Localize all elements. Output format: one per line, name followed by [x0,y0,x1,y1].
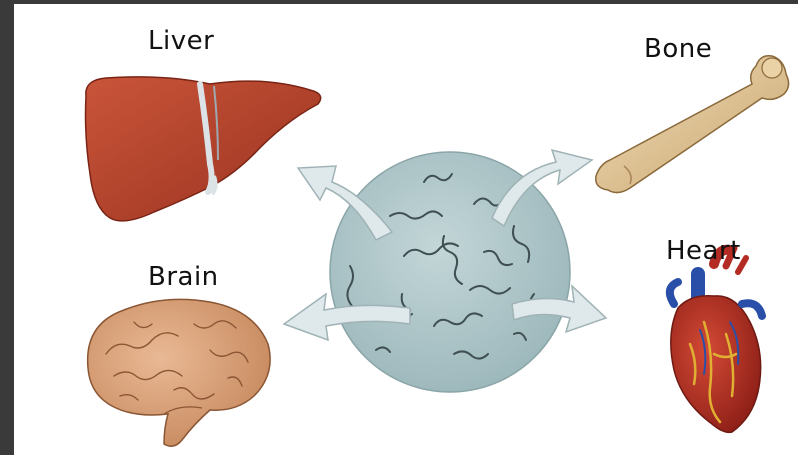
brain-icon [88,299,270,446]
label-heart: Heart [666,236,741,266]
stem-cell-cluster-icon [330,152,570,392]
liver-icon [86,77,321,221]
bone-icon [596,56,789,193]
heart-icon [670,248,762,432]
label-liver: Liver [148,26,214,56]
diagram-canvas [14,4,798,455]
label-brain: Brain [148,262,219,292]
diagram-panel: Liver Bone Brain Heart [14,4,798,455]
label-bone: Bone [644,34,712,64]
